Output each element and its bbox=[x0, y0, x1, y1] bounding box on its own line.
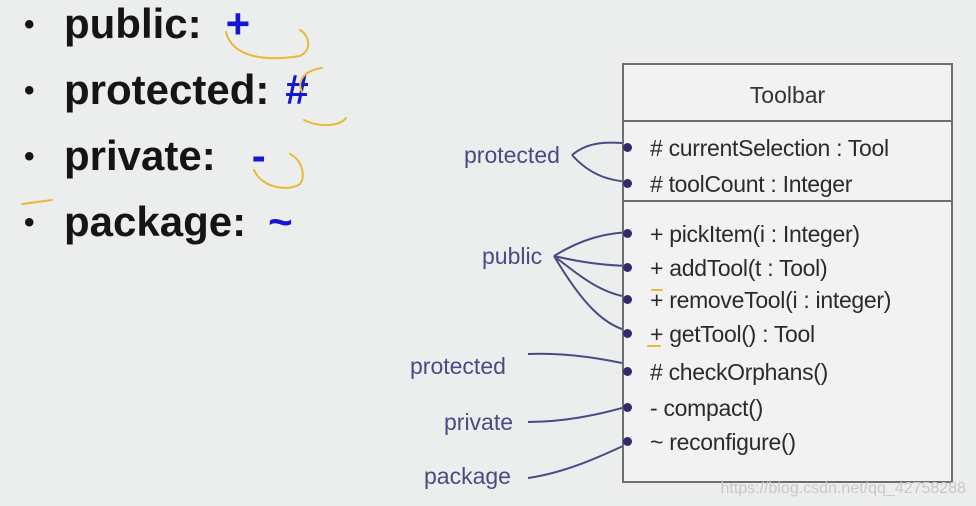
legend-label: package: bbox=[64, 198, 247, 245]
legend-symbol: ~ bbox=[268, 198, 293, 245]
member-text: - compact() bbox=[650, 395, 763, 421]
uml-class-toolbar: Toolbar # currentSelection : Tool # tool… bbox=[622, 63, 953, 483]
attributes-separator bbox=[624, 120, 951, 122]
operation-add-tool: + addTool(t : Tool) bbox=[623, 255, 828, 281]
legend-label: protected: bbox=[64, 66, 270, 113]
member-text: + pickItem(i : Integer) bbox=[650, 221, 860, 247]
member-text: + addTool(t : Tool) bbox=[650, 255, 828, 281]
member-text: # checkOrphans() bbox=[650, 359, 828, 385]
connector-dot bbox=[623, 437, 632, 446]
bullet-dot: • bbox=[24, 8, 35, 41]
watermark: https://blog.csdn.net/qq_42758288 bbox=[720, 480, 966, 497]
label-package-operation: package bbox=[424, 463, 511, 489]
operations-separator bbox=[624, 200, 951, 202]
attribute-tool-count: # toolCount : Integer bbox=[623, 171, 853, 197]
connector-dot bbox=[623, 403, 632, 412]
member-text: + removeTool(i : integer) bbox=[650, 287, 892, 313]
operation-remove-tool: + removeTool(i : integer) bbox=[623, 287, 892, 313]
connector-dot bbox=[623, 295, 632, 304]
member-text: # toolCount : Integer bbox=[650, 171, 853, 197]
attribute-current-selection: # currentSelection : Tool bbox=[623, 135, 889, 161]
bullet-dot: • bbox=[24, 140, 35, 173]
bullet-dot: • bbox=[24, 206, 35, 239]
bullet-dot: • bbox=[24, 74, 35, 107]
connector-dot bbox=[623, 263, 632, 272]
legend-item-package: • package: ~ bbox=[24, 200, 309, 266]
label-private-operation: private bbox=[444, 409, 514, 435]
connector-dot bbox=[623, 143, 632, 152]
operation-reconfigure: ~ reconfigure() bbox=[623, 429, 796, 455]
connector-dot bbox=[623, 229, 632, 238]
operation-get-tool: + getTool() : Tool bbox=[623, 321, 815, 347]
operation-check-orphans: # checkOrphans() bbox=[623, 359, 828, 385]
connector-protected-op bbox=[527, 352, 637, 367]
connector-dot bbox=[623, 179, 632, 188]
operation-compact: - compact() bbox=[623, 395, 763, 421]
class-name: Toolbar bbox=[749, 82, 826, 108]
connector-private-op bbox=[527, 403, 637, 423]
label-public-operations: public bbox=[482, 243, 543, 269]
legend-label: private: bbox=[64, 132, 216, 179]
operation-pick-item: + pickItem(i : Integer) bbox=[623, 221, 860, 247]
connector-dot bbox=[623, 367, 632, 376]
legend-item-protected: •protected:# bbox=[24, 68, 309, 134]
member-text: ~ reconfigure() bbox=[650, 429, 796, 455]
legend-label: public: bbox=[64, 0, 202, 47]
label-protected-operation: protected bbox=[410, 353, 506, 379]
legend-item-private: •private:- bbox=[24, 134, 309, 200]
label-protected-attributes: protected bbox=[464, 142, 560, 168]
connector-package-op bbox=[527, 439, 637, 479]
member-text: + getTool() : Tool bbox=[650, 321, 815, 347]
member-text: # currentSelection : Tool bbox=[650, 135, 889, 161]
connector-dot bbox=[623, 329, 632, 338]
